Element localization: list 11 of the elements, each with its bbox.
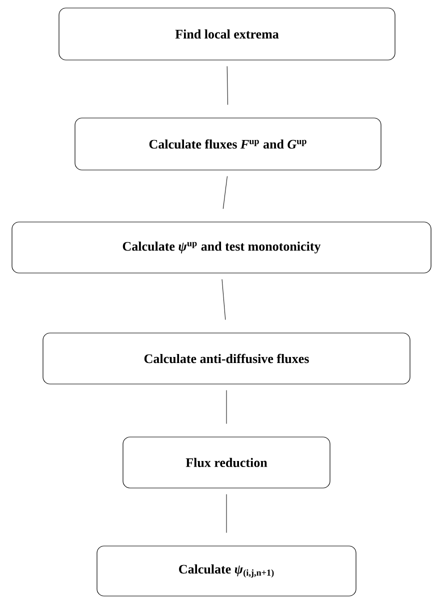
- process-box: Calculate fluxes F$^{up}$ and G$^{up}$: [74, 118, 382, 170]
- connector-line: [226, 494, 227, 533]
- connector-line: [222, 279, 226, 320]
- process-box: Calculate ψ$_{(i,j,n+1)}$: [96, 546, 356, 596]
- connector-line: [226, 390, 227, 424]
- process-box: Flux reduction: [122, 436, 330, 488]
- process-box: Find local extrema: [58, 8, 396, 60]
- connector-line: [222, 176, 228, 210]
- process-box: Calculate ψ$^{up}$ and test monotonicity: [12, 222, 432, 274]
- connector-line: [226, 66, 228, 105]
- process-box: Calculate anti-diffusive fluxes: [42, 332, 410, 384]
